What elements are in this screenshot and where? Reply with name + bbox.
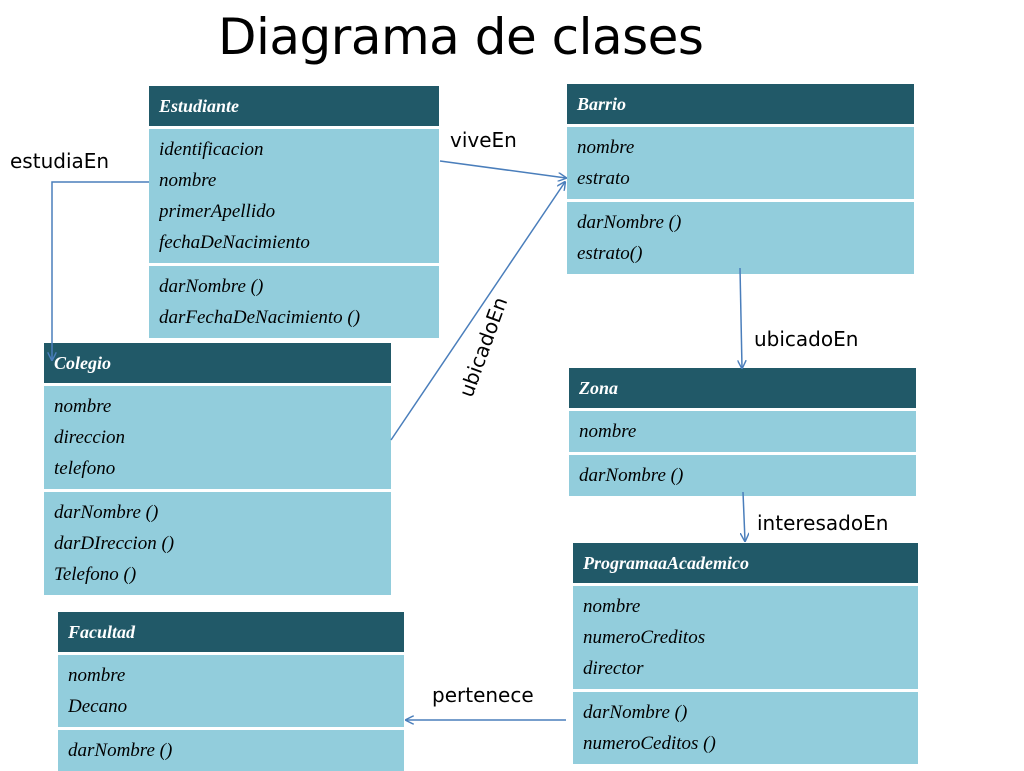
class-header: Facultad xyxy=(58,612,404,652)
attributes-section: identificacion nombre primerApellido fec… xyxy=(149,129,439,263)
methods-section: darNombre () darDIreccion () Telefono () xyxy=(44,492,391,595)
methods-section: darNombre () darFechaDeNacimiento () xyxy=(149,266,439,338)
class-header: Colegio xyxy=(44,343,391,383)
class-estudiante[interactable]: Estudiante identificacion nombre primerA… xyxy=(149,86,439,338)
class-header: ProgramaaAcademico xyxy=(573,543,918,583)
attributes-section: nombre estrato xyxy=(567,127,914,199)
relation-label-interesadoEn: interesadoEn xyxy=(757,511,889,535)
methods-section: darNombre () numeroCeditos () xyxy=(573,692,918,764)
method: darNombre () xyxy=(54,502,159,523)
method: darNombre () xyxy=(579,465,684,486)
attribute: Decano xyxy=(68,696,128,717)
attribute: nombre xyxy=(577,137,635,158)
method: darFechaDeNacimiento () xyxy=(159,307,361,328)
attribute: director xyxy=(583,658,644,679)
attributes-section: nombre numeroCreditos director xyxy=(573,586,918,689)
methods-section: darNombre () xyxy=(569,455,916,496)
attribute: primerApellido xyxy=(159,201,276,222)
page-title: Diagrama de clases xyxy=(218,8,704,66)
attribute: nombre xyxy=(54,396,112,417)
method: darNombre () xyxy=(159,276,264,297)
attribute: estrato xyxy=(577,168,630,189)
arrow-interesadoEn xyxy=(743,491,745,541)
arrow-viveEn xyxy=(439,160,566,178)
arrow-estudiaEn xyxy=(52,181,149,360)
methods-section: darNombre () estrato() xyxy=(567,202,914,274)
attribute: direccion xyxy=(54,427,126,448)
attributes-section: nombre direccion telefono xyxy=(44,386,391,489)
class-header: Estudiante xyxy=(149,86,439,126)
method: darDIreccion () xyxy=(54,533,175,554)
method: darNombre () xyxy=(583,702,688,723)
relation-label-estudiaEn: estudiaEn xyxy=(10,149,110,173)
class-programa-academico[interactable]: ProgramaaAcademico nombre numeroCreditos… xyxy=(573,543,918,764)
method: estrato() xyxy=(577,243,643,264)
attribute: fechaDeNacimiento xyxy=(159,232,310,253)
attribute: nombre xyxy=(583,596,641,617)
method: darNombre () xyxy=(68,740,173,761)
attributes-section: nombre xyxy=(569,411,916,452)
method: Telefono () xyxy=(54,564,137,585)
attribute: nombre xyxy=(579,421,637,442)
relation-label-pertenece: pertenece xyxy=(432,683,534,707)
class-barrio[interactable]: Barrio nombre estrato darNombre () estra… xyxy=(567,84,914,274)
attribute: nombre xyxy=(159,170,217,191)
arrow-ubicadoEn-barrio xyxy=(740,267,742,368)
class-zona[interactable]: Zona nombre darNombre () xyxy=(569,368,916,496)
arrow-ubicadoEn-colegio xyxy=(390,182,565,441)
attribute: numeroCreditos xyxy=(583,627,706,648)
class-header: Barrio xyxy=(567,84,914,124)
attribute: nombre xyxy=(68,665,126,686)
class-colegio[interactable]: Colegio nombre direccion telefono darNom… xyxy=(44,343,391,595)
attribute: telefono xyxy=(54,458,116,479)
class-facultad[interactable]: Facultad nombre Decano darNombre () xyxy=(58,612,404,771)
method: numeroCeditos () xyxy=(583,733,716,754)
attributes-section: nombre Decano xyxy=(58,655,404,727)
method: darNombre () xyxy=(577,212,682,233)
relation-label-viveEn: viveEn xyxy=(450,128,517,152)
class-header: Zona xyxy=(569,368,916,408)
relation-label-ubicadoEn-barrio: ubicadoEn xyxy=(754,327,859,351)
methods-section: darNombre () xyxy=(58,730,404,771)
attribute: identificacion xyxy=(159,139,264,160)
